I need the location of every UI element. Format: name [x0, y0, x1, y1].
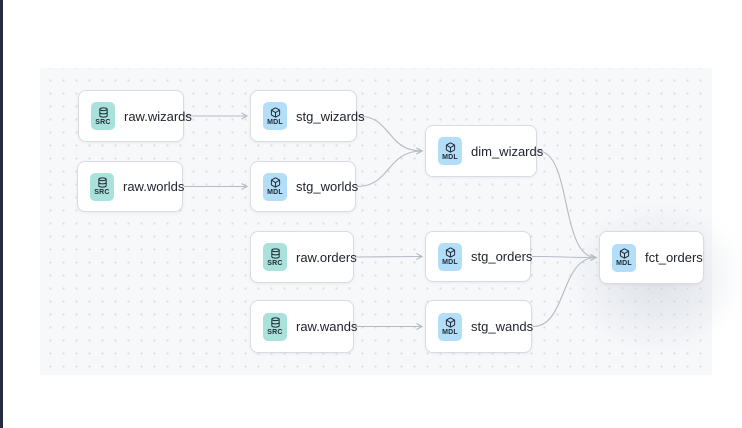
badge-label: MDL — [442, 153, 458, 161]
source-type-badge: SRC — [263, 312, 287, 341]
node-raw_wands[interactable]: SRC raw.wands — [250, 300, 358, 353]
model-type-badge: MDL — [612, 243, 636, 272]
edge-stg_wands-to-fct_orders — [532, 254, 598, 328]
badge-label: MDL — [442, 329, 458, 336]
cube-icon — [445, 316, 456, 328]
badge-label: MDL — [267, 118, 283, 126]
node-stg_wands[interactable]: MDL stg_wands — [425, 300, 534, 353]
node-dim_wizards[interactable]: MDL dim_wizards — [425, 125, 543, 177]
badge-label: SRC — [94, 189, 110, 196]
node-stg_wizards[interactable]: MDL stg_wizards — [250, 90, 365, 142]
node-raw_wizards[interactable]: SRC raw.wizards — [78, 90, 192, 142]
node-label: raw.worlds — [123, 179, 185, 194]
database-icon — [270, 316, 281, 328]
model-type-badge: MDL — [438, 242, 462, 271]
node-label: stg_worlds — [296, 179, 359, 194]
node-fct_orders[interactable]: MDL fct_orders — [599, 231, 704, 284]
node-label: fct_orders — [645, 250, 703, 265]
node-raw_orders[interactable]: SRC raw.orders — [250, 231, 357, 283]
source-type-badge: SRC — [263, 243, 287, 271]
node-stg_worlds[interactable]: MDL stg_worlds — [250, 161, 359, 212]
database-icon — [98, 106, 109, 118]
database-icon — [97, 176, 108, 188]
node-raw_worlds[interactable]: SRC raw.worlds — [77, 161, 185, 212]
node-label: stg_wands — [471, 319, 534, 334]
badge-label: SRC — [267, 259, 283, 267]
node-label: dim_wizards — [471, 143, 544, 159]
model-type-badge: MDL — [438, 312, 462, 341]
badge-label: MDL — [616, 260, 632, 267]
node-stg_orders[interactable]: MDL stg_orders — [425, 231, 533, 282]
edge-stg_wizards-to-dim_wizards — [357, 115, 424, 155]
cube-icon — [445, 141, 456, 153]
edge-stg_orders-to-fct_orders — [531, 254, 598, 261]
cube-icon — [270, 176, 281, 188]
model-type-badge: MDL — [263, 102, 287, 130]
badge-label: SRC — [267, 329, 283, 336]
edge-stg_worlds-to-dim_wizards — [356, 147, 424, 188]
cube-icon — [270, 106, 281, 118]
edge-raw_orders-to-stg_orders — [354, 253, 424, 261]
edge-dim_wizards-to-fct_orders — [537, 150, 598, 261]
database-icon — [270, 247, 281, 259]
node-label: raw.orders — [296, 249, 357, 265]
source-type-badge: SRC — [90, 172, 114, 201]
node-label: raw.wands — [296, 319, 358, 334]
badge-label: MDL — [267, 189, 283, 196]
badge-label: SRC — [95, 118, 111, 126]
node-label: stg_wizards — [296, 108, 365, 124]
model-type-badge: MDL — [438, 137, 462, 165]
window-left-edge — [0, 0, 3, 428]
badge-label: MDL — [442, 259, 458, 266]
cube-icon — [619, 247, 630, 259]
cube-icon — [445, 246, 456, 258]
model-type-badge: MDL — [263, 172, 287, 201]
node-label: stg_orders — [471, 249, 533, 264]
node-label: raw.wizards — [124, 108, 192, 124]
source-type-badge: SRC — [91, 102, 115, 130]
